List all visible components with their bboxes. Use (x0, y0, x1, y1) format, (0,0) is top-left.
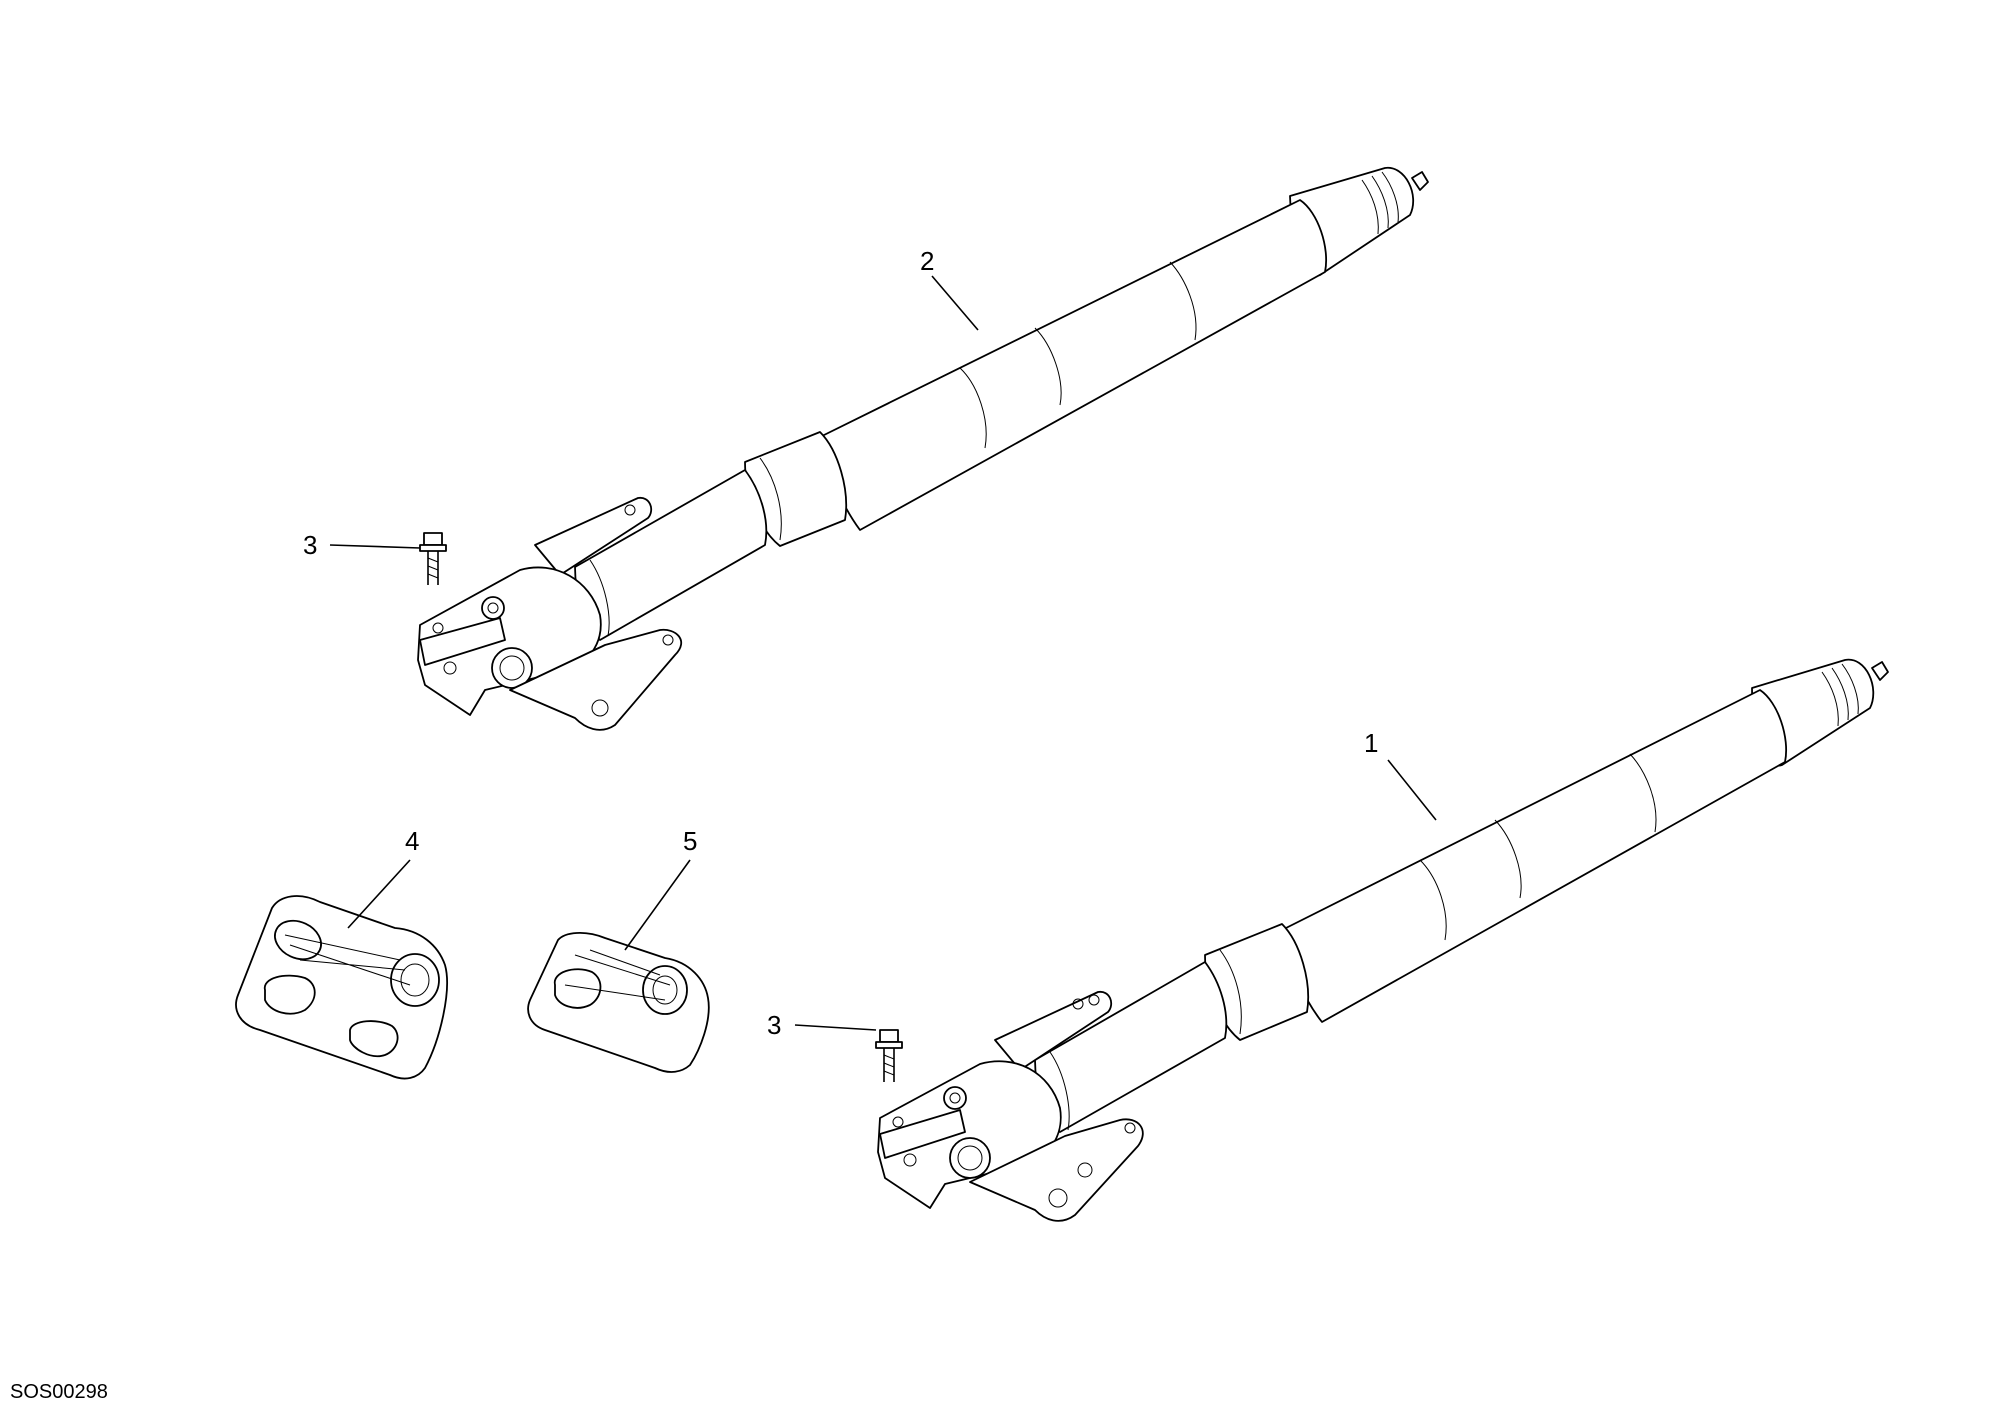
callout-3-lower: 3 (767, 1010, 781, 1040)
callout-1: 1 (1364, 728, 1378, 758)
leader-lines (329, 275, 1437, 1031)
bolt-lower (875, 1029, 903, 1082)
bolt-upper (419, 532, 447, 585)
callout-5: 5 (683, 826, 697, 856)
fork-leg-2 (417, 167, 1429, 731)
plug-kit-4 (235, 895, 448, 1080)
callout-3-upper: 3 (303, 530, 317, 560)
fork-leg-1 (877, 659, 1889, 1222)
plug-kit-5 (527, 932, 710, 1073)
callout-4: 4 (405, 826, 419, 856)
drawing-code: SOS00298 (10, 1381, 108, 1403)
callout-2: 2 (920, 246, 934, 276)
